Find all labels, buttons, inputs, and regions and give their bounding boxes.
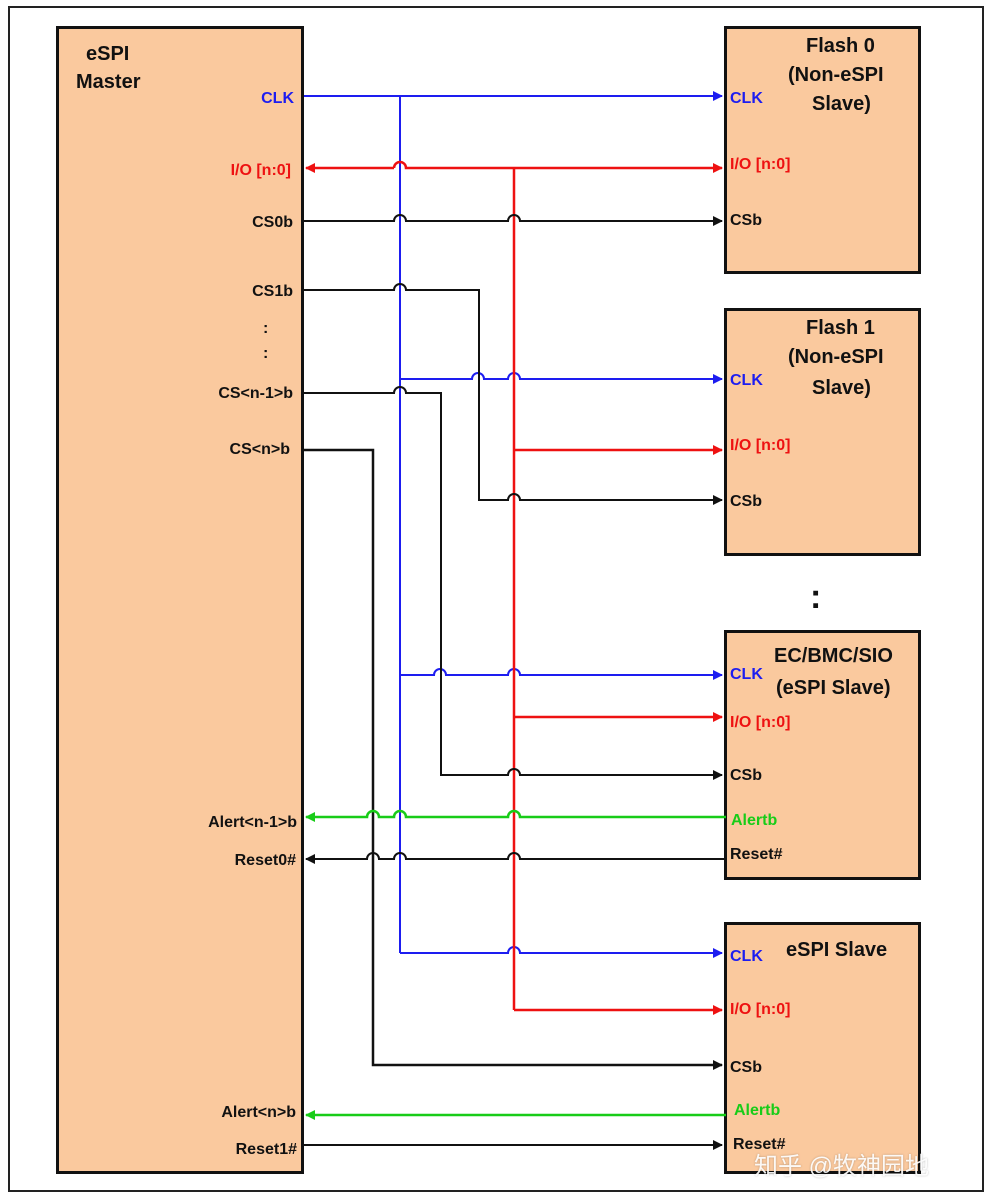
espi-slave-box (724, 922, 921, 1174)
ec-pin-alertb: Alertb (731, 812, 778, 829)
master-pin-reset1: Reset1# (235, 1141, 297, 1158)
master-title-line1: eSPI (86, 43, 130, 65)
ec-title-line1: EC/BMC/SIO (774, 645, 893, 667)
flash0-title-line2: (Non-eSPI (788, 64, 884, 86)
io-bus (305, 160, 723, 1015)
master-pin-alert-nb: Alert<n>b (221, 1104, 296, 1121)
master-pin-alert-n1b: Alert<n-1>b (208, 814, 297, 831)
slave-pin-alertb: Alertb (734, 1102, 781, 1119)
master-pin-csn1b: CS<n-1>b (218, 385, 293, 402)
slave-pin-reset: Reset# (733, 1136, 786, 1153)
flash0-box (724, 26, 921, 274)
flash1-box (724, 308, 921, 556)
cs-lines (304, 214, 723, 1070)
flash0-title-line3: Slave) (812, 93, 871, 115)
master-title-line2: Master (76, 71, 141, 93)
slave-title: eSPI Slave (786, 939, 888, 961)
ec-pin-io: I/O [n:0] (730, 714, 791, 731)
flash0-pin-csb: CSb (730, 212, 762, 229)
ec-pin-clk: CLK (730, 666, 763, 683)
espi-master-box (56, 26, 304, 1174)
master-dots-1: : (263, 320, 269, 337)
more-slaves-dots: : (810, 578, 822, 616)
ec-pin-csb: CSb (730, 767, 762, 784)
slave-pin-csb: CSb (730, 1059, 762, 1076)
flash1-title-line2: (Non-eSPI (788, 346, 884, 368)
zhihu-watermark: 知乎 @牧神园地 (754, 1153, 930, 1180)
flash1-pin-csb: CSb (730, 493, 762, 510)
ec-pin-reset: Reset# (730, 846, 783, 863)
flash1-pin-io: I/O [n:0] (730, 437, 791, 454)
ec-bmc-sio-box (724, 630, 921, 880)
master-pin-cs0b: CS0b (252, 214, 293, 231)
master-dots-2: : (263, 345, 269, 362)
master-pin-clk: CLK (261, 90, 294, 107)
reset-lines (304, 852, 726, 1150)
slave-pin-clk: CLK (730, 948, 763, 965)
flash1-title-line1: Flash 1 (806, 317, 875, 339)
flash0-pin-clk: CLK (730, 90, 763, 107)
alert-lines (305, 809, 726, 1120)
master-pin-io: I/O [n:0] (230, 162, 291, 179)
ec-title-line2: (eSPI Slave) (776, 677, 891, 699)
flash1-title-line3: Slave) (812, 377, 871, 399)
slave-pin-io: I/O [n:0] (730, 1001, 791, 1018)
flash0-title-line1: Flash 0 (806, 35, 875, 57)
flash1-pin-clk: CLK (730, 372, 763, 389)
master-pin-csnb: CS<n>b (229, 441, 290, 458)
flash0-pin-io: I/O [n:0] (730, 156, 791, 173)
master-pin-cs1b: CS1b (252, 283, 293, 300)
master-pin-reset0: Reset0# (234, 852, 296, 869)
